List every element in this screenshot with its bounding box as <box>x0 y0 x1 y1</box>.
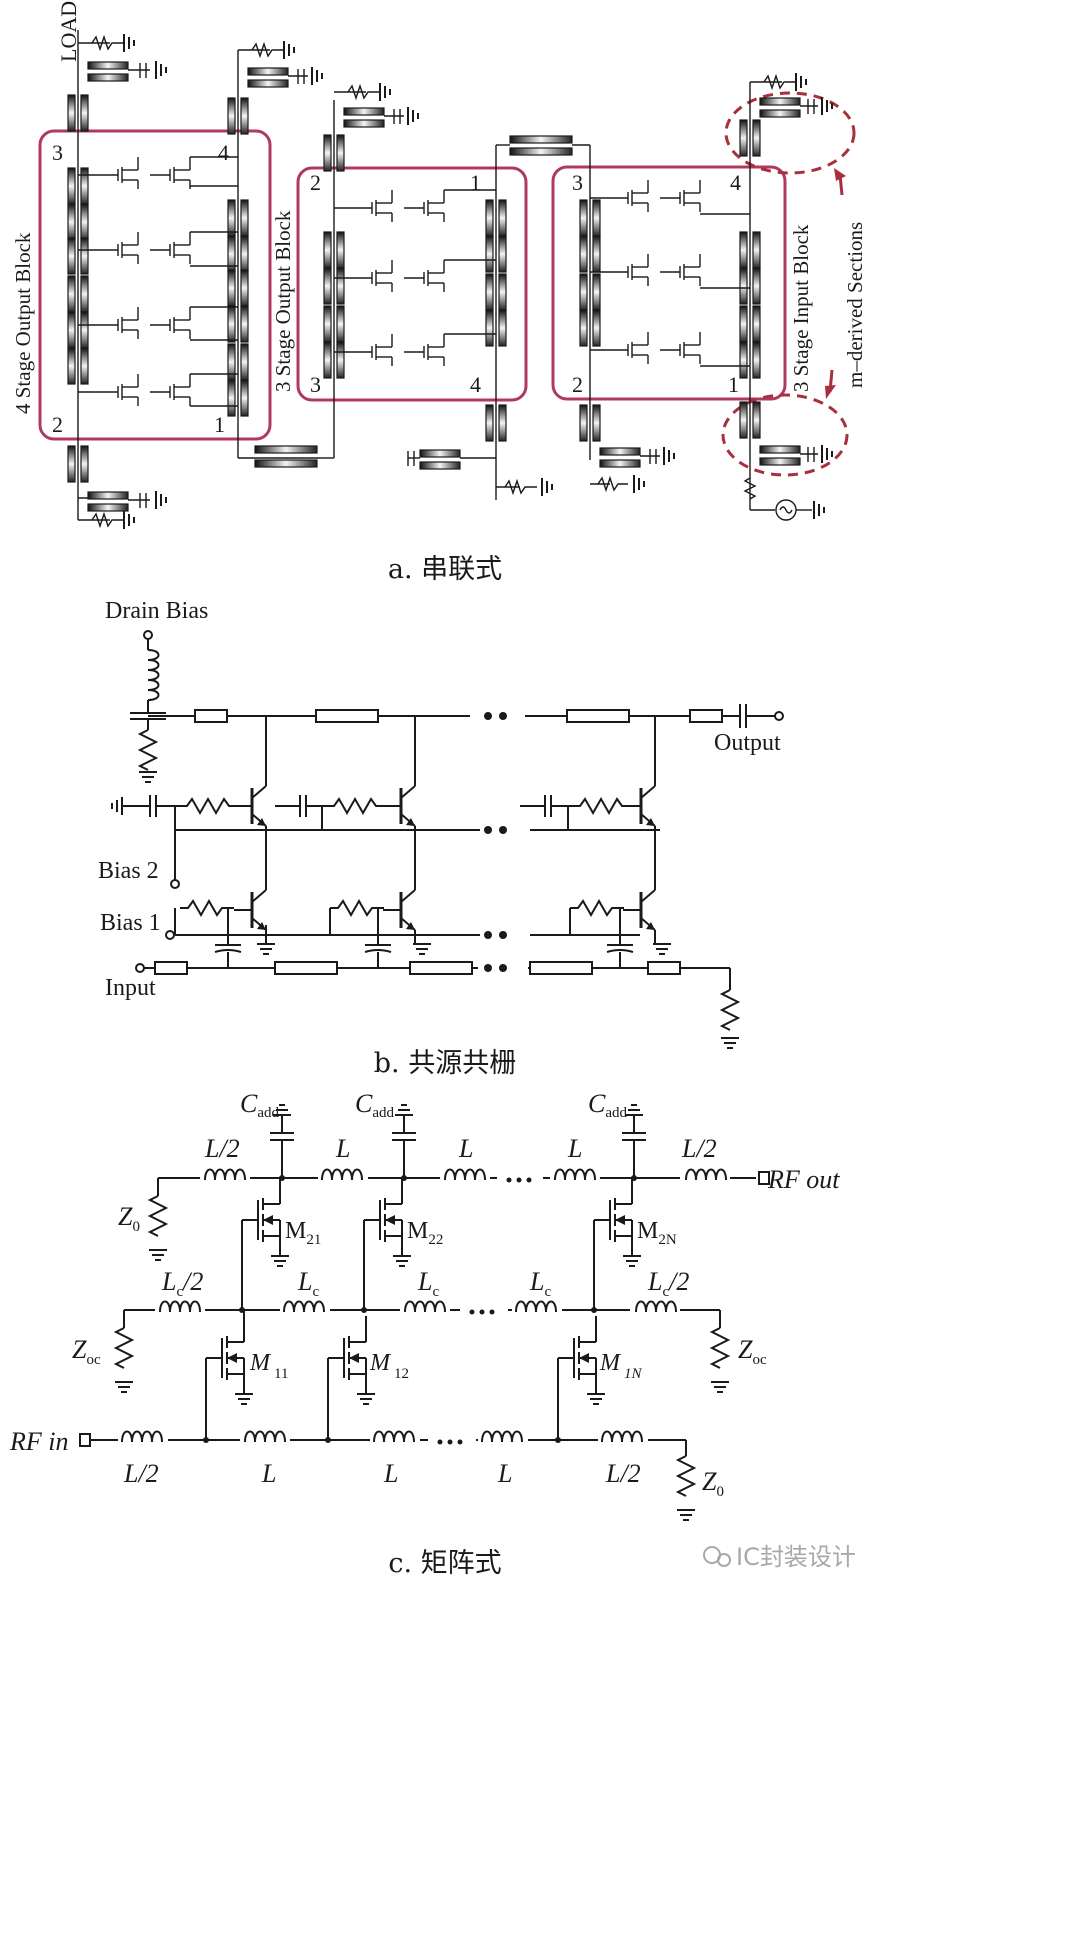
lc-3: Lc <box>529 1267 551 1300</box>
lc-2: Lc <box>417 1267 439 1300</box>
load-label: LOAD <box>56 1 81 62</box>
zoc-left-label: Zoc <box>72 1335 101 1368</box>
block3-title: 3 Stage Input Block <box>789 224 813 392</box>
block-4-stage-circuit <box>67 30 323 530</box>
lc-half-right: Lc/2 <box>647 1267 689 1300</box>
block1-port-3: 3 <box>52 140 63 165</box>
watermark-text: IC封装设计 <box>736 1543 856 1571</box>
l-half-bottom-right: L/2 <box>605 1459 641 1488</box>
cascode-cell-1 <box>174 716 276 968</box>
l-half-top-left: L/2 <box>204 1134 240 1163</box>
l-top-2: L <box>458 1134 473 1163</box>
bias2-terminal <box>170 879 180 889</box>
drain-bias-terminal <box>143 630 153 640</box>
block1-port-1: 1 <box>214 412 225 437</box>
output-block-4-stage-box <box>38 129 272 441</box>
l-half-top-right: L/2 <box>681 1134 717 1163</box>
l-top-1: L <box>335 1134 350 1163</box>
output-terminal <box>774 711 784 721</box>
rf-in-label: RF in <box>9 1427 69 1456</box>
cadd-label-1: Cadd <box>240 1089 280 1121</box>
rf-out-label: RF out <box>767 1165 840 1194</box>
bias1-terminal <box>165 930 175 940</box>
lc-half-left: Lc/2 <box>161 1267 203 1300</box>
lc-1: Lc <box>297 1267 319 1300</box>
figure-c-matrix-amplifier: Cadd Cadd Cadd L/2 L L L L/2 RF out Z0 M… <box>0 0 840 1579</box>
l-bottom-2: L <box>383 1459 398 1488</box>
block-3-stage-input-circuit <box>579 72 833 521</box>
m2n-label: M2N <box>637 1218 677 1248</box>
m-derived-label: m–derived Sections <box>843 222 867 388</box>
m21-label: M21 <box>285 1218 321 1248</box>
figure-b-cascode-amplifier: Drain Bias Output Bias 2 Bias 1 Input b.… <box>98 598 784 1079</box>
bias2-label: Bias 2 <box>98 858 159 884</box>
z0-bottom-label: Z0 <box>702 1467 724 1500</box>
cadd-label-2: Cadd <box>355 1089 395 1121</box>
m-derived-ellipse-bottom <box>721 393 849 477</box>
m-derived-ellipse-top <box>724 91 856 175</box>
m22-label: M22 <box>407 1218 443 1248</box>
input-label: Input <box>105 975 156 1001</box>
drain-bias-inductor <box>147 649 160 701</box>
caption-b: b. 共源共栅 <box>374 1048 516 1079</box>
block1-port-2: 2 <box>52 412 63 437</box>
output-label: Output <box>714 730 781 756</box>
input-block-3-stage-box <box>551 165 787 401</box>
block2-port-3: 3 <box>310 372 321 397</box>
caption-c: c. 矩阵式 <box>388 1548 501 1579</box>
block3-port-1: 1 <box>728 372 739 397</box>
block1-title: 4 Stage Output Block <box>11 232 35 414</box>
zoc-right-label: Zoc <box>738 1335 767 1368</box>
block3-port-4: 4 <box>730 170 741 195</box>
block3-port-3: 3 <box>572 170 583 195</box>
bias1-label: Bias 1 <box>100 910 161 936</box>
watermark: IC封装设计 <box>703 1543 856 1571</box>
cadd-label-3: Cadd <box>588 1089 628 1121</box>
drain-bias-label: Drain Bias <box>105 598 208 624</box>
caption-a: a. 串联式 <box>388 554 502 585</box>
figure-a-distributed-amplifier: LOAD 3 4 2 1 4 Stage Output Block 2 1 3 … <box>11 1 867 585</box>
input-terminal <box>135 963 145 973</box>
block2-port-2: 2 <box>310 170 321 195</box>
l-half-bottom-left: L/2 <box>123 1459 159 1488</box>
block2-port-1: 1 <box>470 170 481 195</box>
block3-port-2: 2 <box>572 372 583 397</box>
output-block-3-stage-box <box>296 166 528 402</box>
block1-port-4: 4 <box>218 140 229 165</box>
cadd-caps <box>270 1104 646 1178</box>
l-bottom-1: L <box>261 1459 276 1488</box>
cascode-cell-n <box>567 716 672 968</box>
block2-port-4: 4 <box>470 372 481 397</box>
l-top-3: L <box>567 1134 582 1163</box>
cascode-cell-2 <box>321 716 432 968</box>
rf-in-port <box>79 1433 91 1447</box>
l-bottom-3: L <box>497 1459 512 1488</box>
block2-title: 3 Stage Output Block <box>271 210 295 392</box>
rf-out-port <box>758 1171 770 1185</box>
block-3-stage-output-circuit <box>320 82 590 500</box>
z0-top-label: Z0 <box>118 1202 140 1235</box>
